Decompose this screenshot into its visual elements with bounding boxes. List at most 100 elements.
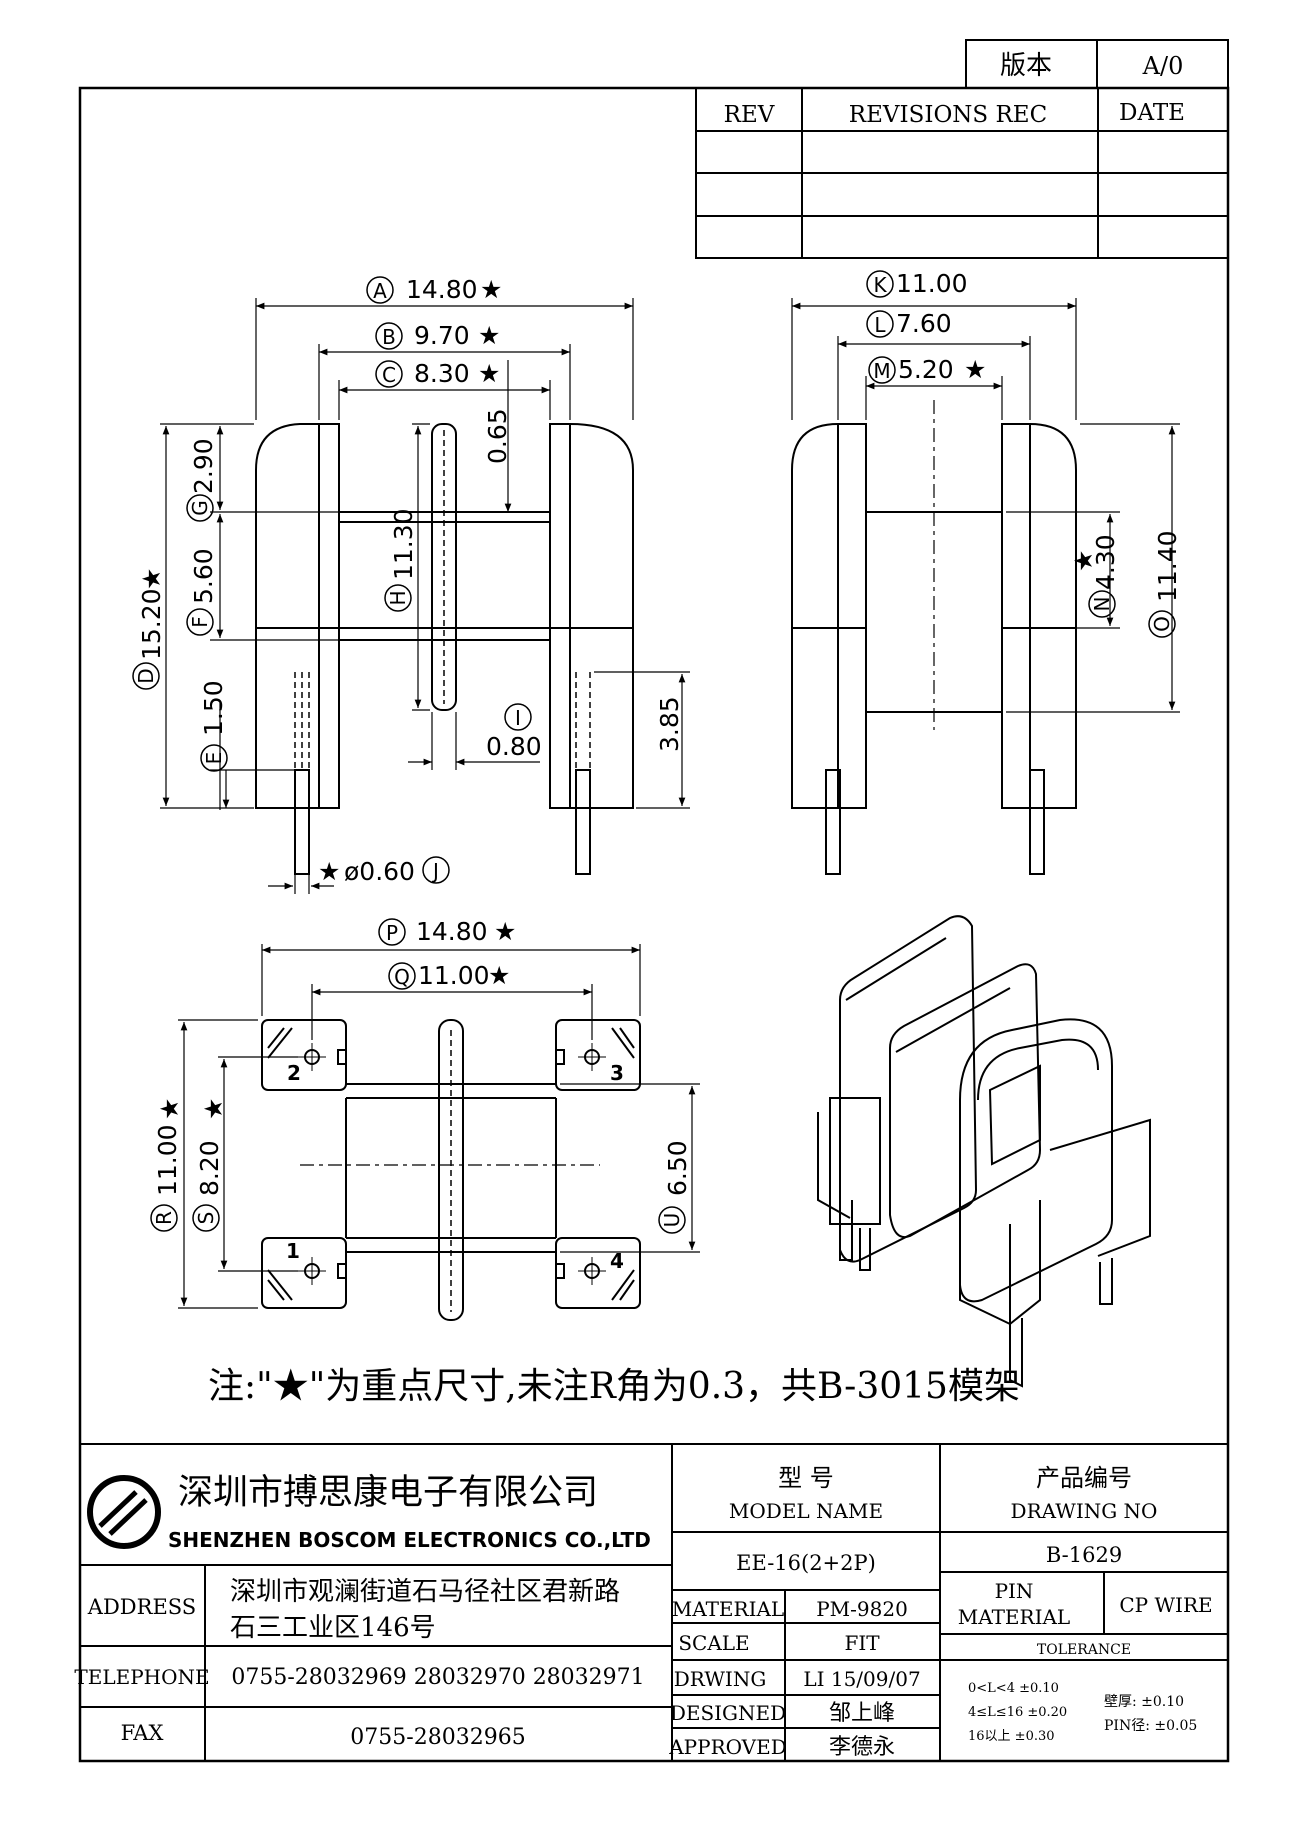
title-block bbox=[80, 1443, 1228, 1761]
side-view bbox=[791, 298, 1180, 875]
label-R: R bbox=[152, 1211, 176, 1225]
company-name-en: SHENZHEN BOSCOM ELECTRONICS CO.,LTD bbox=[168, 1528, 651, 1552]
pin-2-label: 2 bbox=[287, 1061, 301, 1085]
isometric-view bbox=[817, 915, 1151, 1388]
star-M: ★ bbox=[964, 355, 986, 384]
dim-065: 0.65 bbox=[483, 408, 512, 464]
label-B: B bbox=[382, 325, 396, 349]
label-P: P bbox=[386, 921, 398, 945]
label-E: E bbox=[202, 752, 226, 765]
dim-F: 5.60 bbox=[189, 548, 218, 604]
star-D: ★ bbox=[137, 568, 166, 590]
star-C: ★ bbox=[478, 359, 500, 388]
label-H: H bbox=[386, 590, 410, 605]
star-A: ★ bbox=[480, 275, 502, 304]
tolerance-row2: 4≤L≤16 ±0.20 bbox=[968, 1705, 1067, 1720]
version-label: 版本 bbox=[1000, 51, 1052, 81]
dim-J: ø0.60 bbox=[344, 857, 415, 886]
label-J: J bbox=[431, 859, 439, 883]
star-S: ★ bbox=[199, 1098, 228, 1120]
dim-Q: 11.00 bbox=[418, 961, 490, 990]
approved-value: 李德永 bbox=[829, 1735, 895, 1760]
dim-K: 11.00 bbox=[896, 269, 968, 298]
pin-1-label: 1 bbox=[286, 1239, 300, 1263]
material-value: PM-9820 bbox=[816, 1597, 908, 1621]
telephone-label: TELEPHONE bbox=[74, 1665, 209, 1689]
label-N: N bbox=[1090, 597, 1114, 612]
model-value: EE-16(2+2P) bbox=[736, 1551, 876, 1575]
version-value: A/0 bbox=[1142, 52, 1184, 80]
label-I: I bbox=[515, 706, 521, 730]
dim-O: 11.40 bbox=[1153, 530, 1182, 602]
label-A: A bbox=[373, 279, 387, 303]
dim-D: 15.20 bbox=[137, 588, 166, 660]
designed-value: 邹上峰 bbox=[829, 1701, 895, 1726]
bottom-view bbox=[178, 944, 700, 1321]
telephone-value: 0755-28032969 28032970 28032971 bbox=[231, 1665, 644, 1690]
dim-385: 3.85 bbox=[655, 696, 684, 752]
label-Q: Q bbox=[394, 965, 410, 989]
drawing-no-label-en: DRAWING NO bbox=[1011, 1499, 1158, 1523]
label-C: C bbox=[382, 363, 396, 387]
address-label: ADDRESS bbox=[87, 1595, 196, 1619]
address-line2: 石三工业区146号 bbox=[230, 1613, 436, 1643]
revisions-table: REV REVISIONS REC DATE bbox=[695, 87, 1229, 259]
sheet-border bbox=[78, 86, 1230, 1763]
address-line1: 深圳市观澜街道石马径社区君新路 bbox=[230, 1577, 620, 1607]
pin-4-label: 4 bbox=[610, 1249, 624, 1273]
tolerance-pin: PIN径: ±0.05 bbox=[1104, 1718, 1197, 1734]
dim-R: 11.00 bbox=[153, 1124, 182, 1196]
dim-I: 0.80 bbox=[486, 732, 542, 761]
label-L: L bbox=[874, 313, 886, 337]
label-K: K bbox=[873, 273, 887, 297]
model-label-cn: 型 号 bbox=[778, 1464, 834, 1492]
star-B: ★ bbox=[478, 321, 500, 350]
date-header: DATE bbox=[1119, 100, 1185, 126]
material-pin-label: MATERIAL bbox=[958, 1605, 1070, 1629]
dim-M: 5.20 bbox=[898, 355, 954, 384]
approved-label: APPROVED bbox=[668, 1735, 787, 1759]
dim-H: 11.30 bbox=[389, 508, 418, 580]
label-G: G bbox=[188, 500, 212, 516]
scale-value: FIT bbox=[844, 1631, 880, 1655]
tolerance-title: TOLERANCE bbox=[1037, 1642, 1131, 1658]
star-J: ★ bbox=[318, 857, 340, 886]
dim-N: 4.30 bbox=[1091, 534, 1120, 590]
version-box: 版本 A/0 bbox=[965, 39, 1229, 89]
label-O: O bbox=[1150, 616, 1174, 632]
drawing-no-value: B-1629 bbox=[1046, 1543, 1122, 1567]
front-view bbox=[160, 298, 690, 894]
star-N: ★ bbox=[1069, 550, 1098, 572]
dim-P: 14.80 bbox=[416, 917, 488, 946]
star-P: ★ bbox=[494, 917, 516, 946]
tolerance-wall: 壁厚: ±0.10 bbox=[1104, 1694, 1184, 1710]
company-name-cn: 深圳市搏思康电子有限公司 bbox=[178, 1473, 598, 1513]
dim-L: 7.60 bbox=[896, 309, 952, 338]
model-label-en: MODEL NAME bbox=[729, 1499, 883, 1523]
dim-G: 2.90 bbox=[189, 438, 218, 494]
dim-B: 9.70 bbox=[414, 321, 470, 350]
tolerance-row1: 0<L<4 ±0.10 bbox=[968, 1681, 1059, 1696]
rev-header: REV bbox=[724, 102, 775, 128]
star-Q: ★ bbox=[488, 961, 510, 990]
label-D: D bbox=[134, 668, 158, 683]
pin-material-value: CP WIRE bbox=[1119, 1593, 1212, 1617]
dim-E: 1.50 bbox=[199, 680, 228, 736]
dim-S: 8.20 bbox=[195, 1140, 224, 1196]
drawing-no-label-cn: 产品编号 bbox=[1036, 1464, 1132, 1492]
dim-C: 8.30 bbox=[414, 359, 470, 388]
dim-U: 6.50 bbox=[663, 1140, 692, 1196]
revisions-rec-header: REVISIONS REC bbox=[849, 102, 1047, 128]
fax-label: FAX bbox=[121, 1721, 164, 1745]
label-U: U bbox=[660, 1213, 684, 1228]
dim-A: 14.80 bbox=[406, 275, 478, 304]
tolerance-row3: 16以上 ±0.30 bbox=[968, 1729, 1055, 1744]
drwing-label: DRWING bbox=[674, 1667, 767, 1691]
company-logo-icon bbox=[87, 1475, 161, 1549]
label-M: M bbox=[873, 359, 890, 383]
label-S: S bbox=[194, 1212, 218, 1225]
note-text: 注:"★"为重点尺寸,未注R角为0.3，共B-3015模架 bbox=[208, 1366, 1020, 1407]
pin-label: PIN bbox=[995, 1579, 1034, 1603]
scale-label: SCALE bbox=[678, 1631, 749, 1655]
label-F: F bbox=[188, 616, 212, 628]
